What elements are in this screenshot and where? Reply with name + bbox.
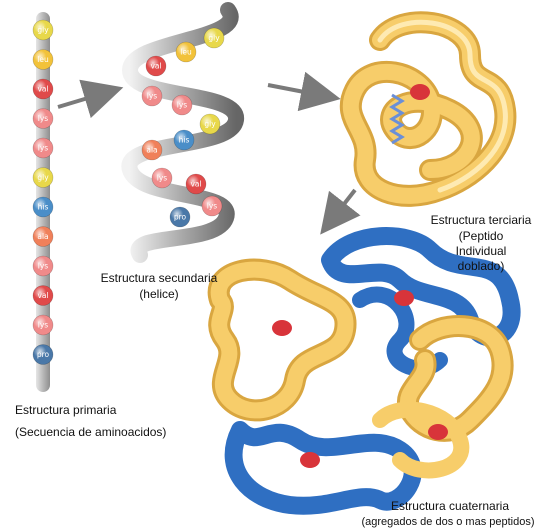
primary-structure: gly leu val lys lys gly his ala lys val lys pro bbox=[32, 12, 54, 392]
residue-label: pro bbox=[174, 213, 187, 222]
residue-label: gly bbox=[37, 26, 49, 35]
tertiary-structure bbox=[339, 11, 517, 207]
secondary-title: Estructura secundaria bbox=[100, 271, 218, 285]
residue-bead-lys: lys bbox=[32, 314, 54, 336]
residue-bead-gly: gly bbox=[32, 167, 54, 188]
residue-label: leu bbox=[37, 55, 49, 64]
residue-bead-gly: gly bbox=[203, 27, 225, 49]
residue-bead-lys: lys bbox=[32, 108, 54, 129]
secondary-subtitle: (helice) bbox=[139, 287, 179, 301]
residue-bead-lys: lys bbox=[201, 195, 223, 217]
residue-bead-lys: lys bbox=[151, 167, 173, 189]
heme-group-icon bbox=[394, 290, 414, 306]
residue-bead-val: val bbox=[32, 285, 54, 306]
residue-bead-val: val bbox=[185, 173, 207, 195]
residue-label: ala bbox=[146, 146, 157, 155]
quaternary-title: Estructura cuaternaria bbox=[390, 499, 510, 513]
quaternary-structure bbox=[207, 227, 521, 515]
residue-label: val bbox=[37, 85, 48, 94]
heme-group-icon bbox=[272, 320, 292, 336]
residue-label: lys bbox=[177, 101, 188, 110]
residue-label: gly bbox=[204, 120, 216, 129]
residue-bead-val: val bbox=[32, 78, 54, 100]
residue-label: lys bbox=[38, 321, 49, 330]
tertiary-inner-helix bbox=[389, 93, 405, 145]
residue-bead-his: his bbox=[32, 196, 54, 218]
residue-label: lys bbox=[157, 174, 168, 183]
heme-group-icon bbox=[410, 84, 430, 100]
residue-label: val bbox=[150, 62, 161, 71]
residue-bead-ala: ala bbox=[141, 139, 163, 161]
residue-bead-pro: pro bbox=[32, 344, 54, 365]
residue-bead-lys: lys bbox=[141, 85, 163, 107]
residue-label: lys bbox=[147, 92, 158, 101]
tertiary-tube-highlight bbox=[377, 19, 508, 193]
residue-label: val bbox=[190, 180, 201, 189]
primary-subtitle: (Secuencia de aminoacidos) bbox=[15, 425, 167, 439]
residue-label: lys bbox=[38, 262, 49, 271]
quaternary-yellow-tube-2-fill bbox=[400, 318, 511, 439]
residue-label: val bbox=[37, 291, 48, 300]
quaternary-subtitle: (agregados de dos o mas peptidos) bbox=[361, 516, 535, 528]
tertiary-line-3: Individual bbox=[455, 244, 507, 258]
arrow-tertiary-to-quaternary bbox=[320, 188, 361, 235]
residue-label: his bbox=[38, 203, 49, 212]
arrow-secondary-to-tertiary bbox=[267, 71, 341, 112]
residue-bead-leu: leu bbox=[175, 41, 197, 63]
residue-label: gly bbox=[37, 173, 49, 182]
quaternary-blue-tube-2 bbox=[224, 421, 422, 515]
residue-label: lys bbox=[38, 144, 49, 153]
residue-label: lys bbox=[38, 114, 49, 123]
residue-label: his bbox=[179, 136, 190, 145]
residue-bead-val: val bbox=[145, 55, 167, 77]
residue-label: gly bbox=[208, 34, 220, 43]
primary-residues: gly leu val lys lys gly his ala lys val lys pro bbox=[32, 19, 54, 365]
quaternary-yellow-tube-1-fill bbox=[210, 261, 354, 419]
heme-group-icon bbox=[300, 452, 320, 468]
tertiary-line-4: doblado) bbox=[457, 259, 505, 273]
residue-bead-lys: lys bbox=[32, 137, 54, 159]
tertiary-title: Estructura terciaria bbox=[430, 213, 532, 227]
residue-bead-leu: leu bbox=[32, 49, 54, 70]
primary-title: Estructura primaria bbox=[15, 403, 117, 417]
quaternary-yellow-tube-3 bbox=[372, 401, 470, 479]
residue-bead-pro: pro bbox=[169, 206, 191, 228]
residue-label: ala bbox=[37, 232, 48, 241]
residue-bead-lys: lys bbox=[171, 94, 193, 116]
secondary-residues: gly leu val lys lys gly his ala lys val lys pro bbox=[141, 27, 225, 228]
residue-bead-gly: gly bbox=[32, 19, 54, 41]
heme-group-icon bbox=[428, 424, 448, 440]
secondary-structure: gly leu val lys lys gly his ala lys val lys pro bbox=[121, 2, 244, 263]
residue-bead-his: his bbox=[173, 129, 195, 151]
residue-bead-ala: ala bbox=[32, 226, 54, 247]
tertiary-line-2: (Peptido bbox=[458, 229, 504, 243]
residue-label: leu bbox=[180, 48, 192, 57]
residue-bead-gly: gly bbox=[199, 113, 221, 135]
residue-label: lys bbox=[207, 202, 218, 211]
residue-label: pro bbox=[37, 350, 50, 359]
arrow-primary-to-secondary bbox=[57, 79, 124, 119]
residue-bead-lys: lys bbox=[32, 255, 54, 277]
